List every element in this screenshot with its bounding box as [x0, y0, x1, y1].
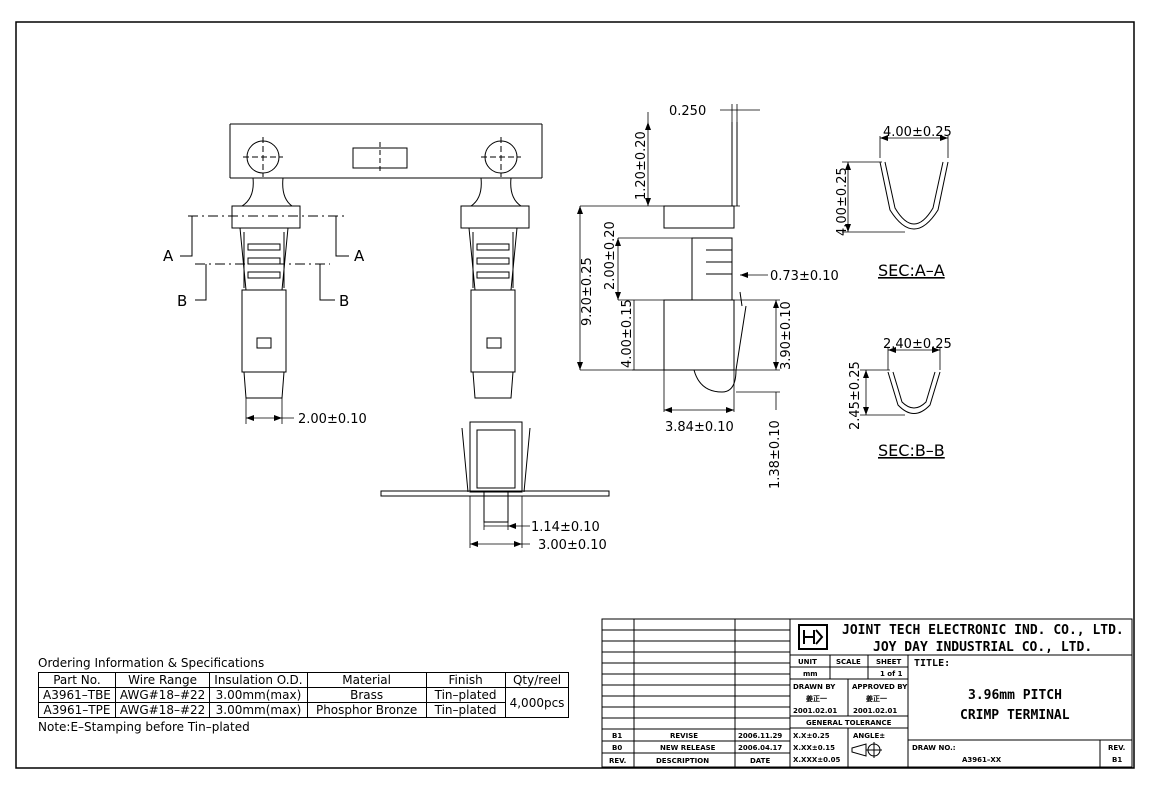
- approved-by-name: 姜正一: [866, 694, 887, 703]
- tolerance-1: X.X±0.25: [793, 732, 830, 740]
- header-part-no: Part No.: [38, 672, 116, 688]
- drawing-title-1: 3.96mm PITCH: [968, 688, 1062, 703]
- insulation-od: 3.00mm(max): [209, 702, 308, 718]
- company-name-2: JOY DAY INDUSTRIAL CO., LTD.: [873, 640, 1092, 655]
- header-finish: Finish: [425, 672, 506, 688]
- section-bb-label: SEC:B–B: [878, 441, 945, 460]
- drawn-by-name: 姜正一: [806, 694, 827, 703]
- dim-0250: 0.250: [669, 104, 706, 119]
- wire-range: AWG#18–#22: [114, 687, 211, 703]
- draw-no-label: DRAW NO.:: [912, 744, 956, 752]
- drawn-by-label: DRAWN BY: [793, 683, 836, 691]
- table-row: A3961–TPE AWG#18–#22 3.00mm(max) Phospho…: [38, 702, 569, 718]
- revision-1-date: 2006.11.29: [738, 732, 782, 740]
- dimension-lines: [245, 104, 780, 548]
- insulation-od: 3.00mm(max): [209, 687, 308, 703]
- section-bb-shape: [887, 371, 941, 414]
- ordering-note: Note:E–Stamping before Tin–plated: [38, 720, 250, 734]
- material: Brass: [306, 687, 427, 703]
- rev-value: B1: [1112, 756, 1122, 764]
- dim-seca-w: 4.00±0.25: [883, 125, 952, 140]
- dim-300: 3.00±0.10: [538, 538, 607, 553]
- angle-label: ANGLE±: [853, 732, 885, 740]
- section-mark-a-right: A: [354, 247, 365, 265]
- tolerance-2: X.XX±0.15: [793, 744, 835, 752]
- rev-label: REV.: [1108, 744, 1125, 752]
- section-mark-a-left: A: [163, 247, 174, 265]
- header-insulation: Insulation O.D.: [209, 672, 308, 688]
- terminal-front-right: [460, 177, 530, 399]
- table-row: A3961–TBE AWG#18–#22 3.00mm(max) Brass T…: [38, 687, 570, 718]
- finish: Tin–plated: [425, 687, 506, 703]
- dim-secb-w: 2.40±0.25: [883, 337, 952, 352]
- unit-value: mm: [803, 670, 818, 678]
- tolerance-label: GENERAL TOLERANCE: [806, 719, 892, 727]
- dim-920: 9.20±0.25: [580, 257, 595, 326]
- ordering-table: Part No. Wire Range Insulation O.D. Mate…: [38, 672, 570, 718]
- revision-2-desc: NEW RELEASE: [660, 744, 716, 752]
- dim-400v: 4.00±0.15: [620, 299, 635, 368]
- drawn-date: 2001.02.01: [793, 707, 837, 715]
- revision-2-rev: B0: [612, 744, 622, 752]
- drawing-border: [15, 21, 1135, 769]
- terminal-bottom-view: [380, 421, 610, 523]
- date-column-header: DATE: [750, 757, 770, 765]
- title-block-frame: [601, 618, 1133, 768]
- approved-by-label: APPROVED BY: [852, 683, 908, 691]
- sheet-value: 1 of 1: [880, 670, 903, 678]
- terminal-front-left: [231, 177, 301, 399]
- section-mark-b-left: B: [177, 292, 187, 310]
- dim-390: 3.90±0.10: [779, 301, 794, 370]
- dim-114: 1.14±0.10: [531, 520, 600, 535]
- title-label: TITLE:: [914, 658, 950, 669]
- dim-secb-h: 2.45±0.25: [848, 361, 863, 430]
- unit-label: UNIT: [798, 658, 817, 666]
- drawing-title-2: CRIMP TERMINAL: [960, 708, 1070, 723]
- header-qty: Qty/reel: [504, 672, 570, 688]
- dim-200h: 2.00±0.10: [298, 412, 367, 427]
- dim-200v: 2.00±0.20: [603, 221, 618, 290]
- dim-138: 1.38±0.10: [768, 420, 783, 489]
- dim-384: 3.84±0.10: [665, 420, 734, 435]
- company-name-1: JOINT TECH ELECTRONIC IND. CO., LTD.: [842, 623, 1124, 638]
- wire-range: AWG#18–#22: [114, 702, 211, 718]
- dim-120: 1.20±0.20: [634, 131, 649, 200]
- dim-seca-h: 4.00±0.25: [835, 167, 850, 236]
- part-no: A3961–TBE: [38, 687, 116, 703]
- ordering-info-title: Ordering Information & Specifications: [38, 656, 265, 670]
- section-mark-b-right: B: [339, 292, 349, 310]
- carrier-strip: [229, 123, 543, 179]
- rev-column-header: REV.: [609, 757, 626, 765]
- part-no: A3961–TPE: [38, 702, 116, 718]
- section-aa-label: SEC:A–A: [878, 261, 945, 280]
- header-material: Material: [306, 672, 427, 688]
- revision-2-date: 2006.04.17: [738, 744, 782, 752]
- header-wire-range: Wire Range: [114, 672, 211, 688]
- scale-label: SCALE: [836, 658, 861, 666]
- ordering-header-row: Part No. Wire Range Insulation O.D. Mate…: [38, 672, 570, 688]
- qty-per-reel: 4,000pcs: [504, 687, 570, 718]
- revision-1-rev: B1: [612, 732, 622, 740]
- section-aa-shape: [879, 161, 949, 230]
- sheet-label: SHEET: [876, 658, 901, 666]
- approved-date: 2001.02.01: [853, 707, 897, 715]
- dim-073: 0.73±0.10: [770, 269, 839, 284]
- draw-no-value: A3961–XX: [962, 756, 1002, 764]
- tolerance-3: X.XXX±0.05: [793, 756, 841, 764]
- finish: Tin–plated: [425, 702, 506, 718]
- material: Phosphor Bronze: [306, 702, 427, 718]
- terminal-side-view: [663, 122, 747, 393]
- revision-1-desc: REVISE: [670, 732, 698, 740]
- description-column-header: DESCRIPTION: [656, 757, 709, 765]
